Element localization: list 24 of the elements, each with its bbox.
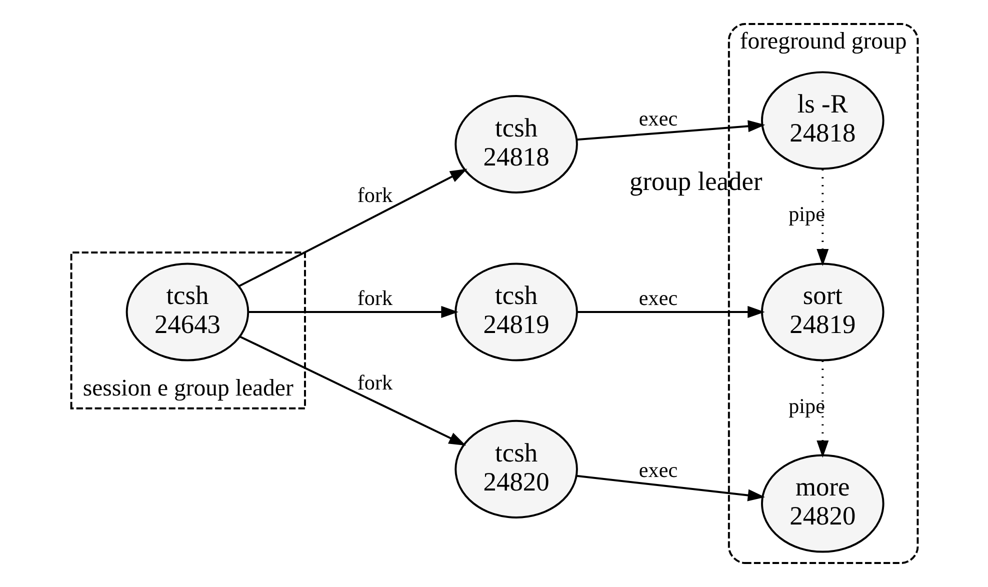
edge-label: fork: [356, 370, 392, 395]
edge-label: fork: [356, 286, 392, 310]
arrow: [816, 169, 828, 266]
arrow: [576, 474, 765, 502]
node-ellipse: tcsh 24818: [454, 94, 578, 194]
edge-label: pipe: [788, 202, 824, 226]
node-label: group leader: [629, 166, 762, 196]
arrow: [248, 306, 458, 318]
node-ellipse: sort 24819: [760, 262, 884, 362]
node-ellipse: tcsh 24819: [454, 262, 578, 362]
node-ellipse: ls -R 24818: [760, 71, 884, 170]
node-ellipse: tcsh 24643: [125, 262, 249, 362]
edge-label: exec: [638, 286, 678, 310]
arrow: [816, 360, 828, 458]
arrow: [239, 336, 466, 446]
arrow: [576, 120, 765, 141]
edge-label: fork: [356, 183, 392, 208]
edge-label: exec: [638, 458, 678, 482]
node-ellipse: more 24820: [760, 454, 884, 553]
node-ellipse: tcsh 24820: [454, 420, 578, 518]
arrow: [238, 168, 467, 288]
edge-label: pipe: [788, 394, 824, 418]
arrow: [576, 306, 764, 318]
edge-label: exec: [638, 106, 678, 130]
